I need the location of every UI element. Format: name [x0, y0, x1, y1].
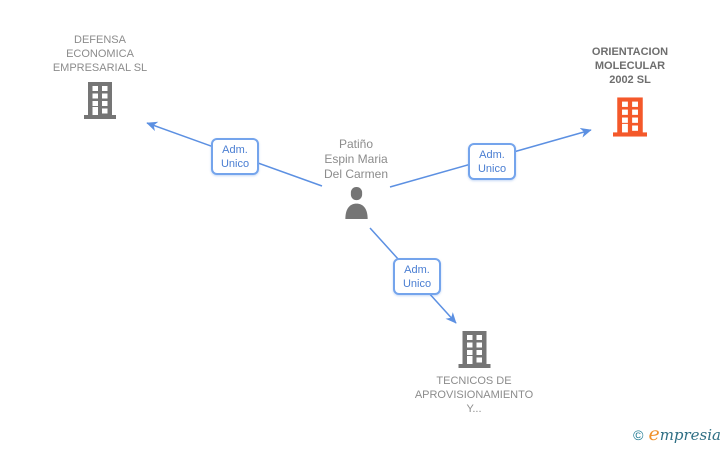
- company-name: DEFENSA ECONOMICA EMPRESARIAL SL: [52, 34, 148, 74]
- edge-label-adm-unico: Adm. Unico: [468, 143, 516, 180]
- person-node-patino-espin[interactable]: Patiño Espin Maria Del Carmen: [310, 137, 402, 219]
- company-name: ORIENTACION MOLECULAR 2002 SL: [591, 46, 669, 86]
- person-icon: [310, 187, 402, 219]
- building-icon: [399, 331, 549, 368]
- company-node-tecnicos-aprovisionamiento[interactable]: TECNICOS DE APROVISIONAMIENTO Y...: [399, 331, 549, 416]
- edge-label-adm-unico: Adm. Unico: [393, 258, 441, 295]
- company-node-defensa-economica[interactable]: DEFENSA ECONOMICA EMPRESARIAL SL: [38, 33, 162, 119]
- copyright-icon: ©: [633, 427, 644, 443]
- person-name: Patiño Espin Maria Del Carmen: [323, 137, 389, 181]
- brand-name: empresia: [648, 423, 721, 445]
- company-name: TECNICOS DE APROVISIONAMIENTO Y...: [414, 375, 534, 415]
- building-icon: [38, 82, 162, 119]
- company-node-orientacion-molecular[interactable]: ORIENTACION MOLECULAR 2002 SL: [574, 45, 686, 137]
- building-icon: [574, 97, 686, 137]
- empresia-logo: © empresia: [633, 423, 721, 445]
- edge-label-adm-unico: Adm. Unico: [211, 138, 259, 175]
